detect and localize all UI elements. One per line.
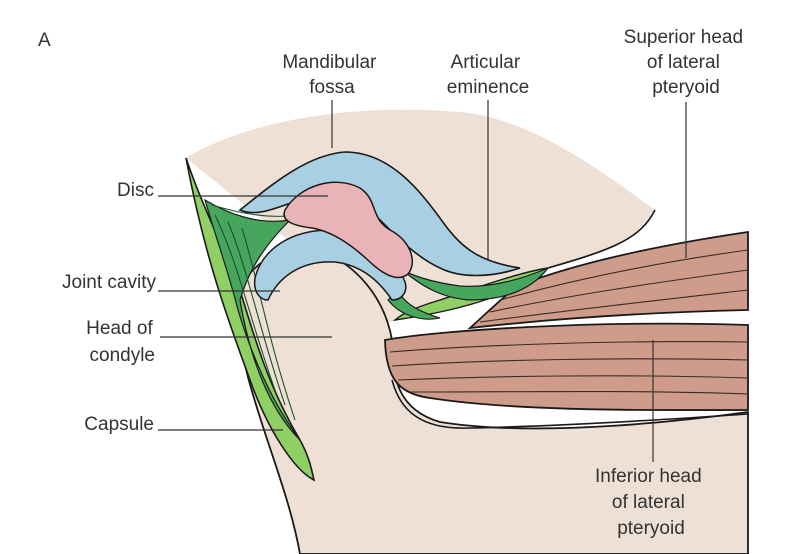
synovial-anterior: [399, 266, 550, 301]
inferior-muscle-fiber: [409, 390, 749, 395]
superior-muscle-fiber: [489, 269, 749, 313]
temporal-bone-outline: [547, 209, 656, 269]
label-head-of-condyle: Head of condyle: [86, 318, 158, 366]
posterior-fiber: [227, 221, 286, 406]
posterior-fiber: [211, 204, 289, 217]
panel-label: A: [38, 30, 51, 51]
superior-muscle-fiber: [479, 289, 749, 323]
label-joint-cavity: Joint cavity: [62, 272, 156, 293]
label-disc: Disc: [117, 180, 154, 201]
inferior-muscle-fiber: [391, 358, 749, 367]
inferior-head-muscle: [384, 322, 749, 411]
inferior-muscle-fiber: [389, 341, 749, 353]
superior-muscle-fiber: [499, 249, 749, 301]
label-articular-eminence: Articular eminence: [447, 52, 529, 98]
posterior-fiber: [241, 227, 296, 421]
label-capsule: Capsule: [84, 414, 154, 435]
label-inferior-head: Inferior head of lateral pteryoid: [595, 466, 707, 539]
posterior-fiber: [214, 214, 276, 391]
mandibular-notch: [391, 379, 749, 429]
superior-head-muscle: [467, 230, 749, 330]
label-superior-head: Superior head of lateral pteryoid: [624, 27, 749, 98]
label-mandibular-fossa: Mandibular fossa: [282, 52, 381, 98]
articular-disc: [283, 181, 413, 279]
inferior-muscle-fiber: [397, 375, 749, 381]
